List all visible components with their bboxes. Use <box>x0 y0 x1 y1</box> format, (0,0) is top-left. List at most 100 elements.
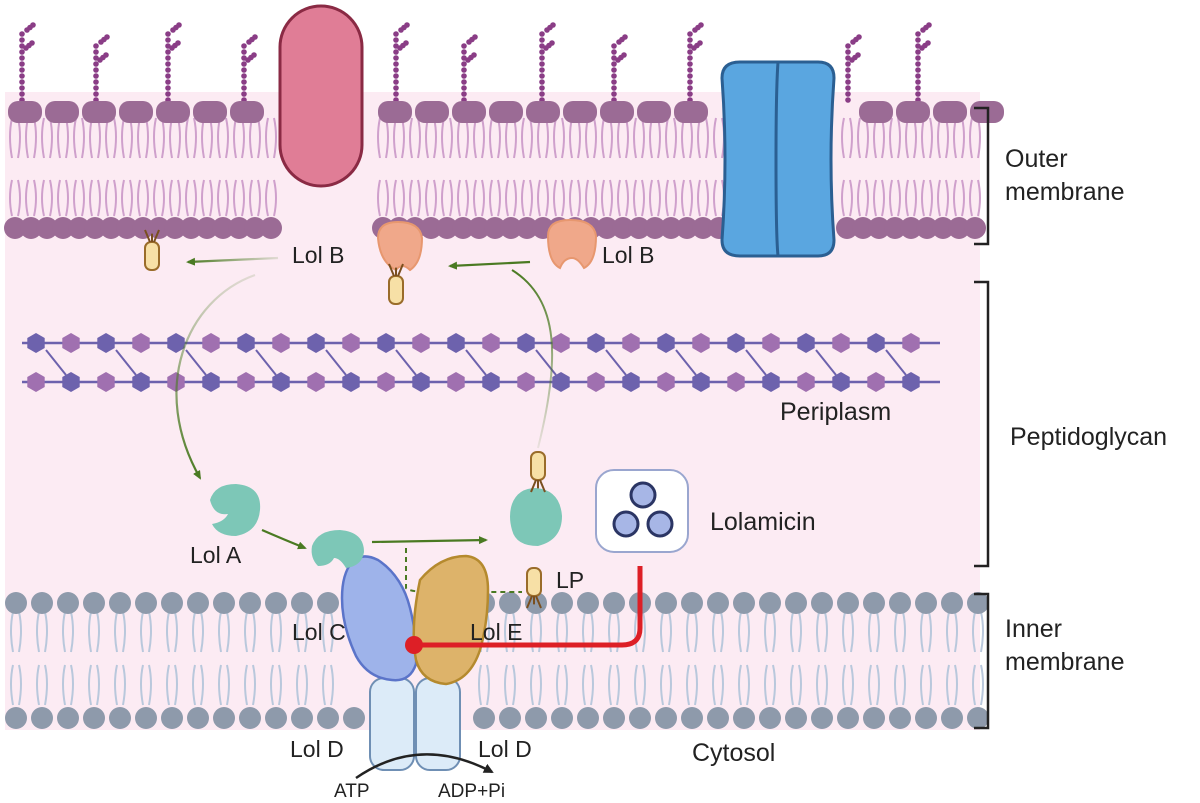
sugar-hexagon <box>902 372 920 392</box>
region-bracket <box>974 106 990 246</box>
outer-lipid-tail <box>841 117 853 159</box>
inner-lipid-tail <box>192 611 204 653</box>
outer-lipid-tail <box>889 179 901 217</box>
inner-lipid-tail <box>88 611 100 653</box>
outer-lipid-head <box>260 217 282 239</box>
outer-lipid-tail <box>73 179 85 217</box>
lps-bead <box>393 49 399 55</box>
outer-lipid-tail <box>889 117 901 159</box>
lps-bead <box>241 73 247 79</box>
inner-lipid-head <box>239 707 261 729</box>
inner-lipid-head <box>941 592 963 614</box>
outer-lipid-tail <box>505 179 517 217</box>
lps-bead <box>687 55 693 61</box>
inner-lipid-head <box>187 707 209 729</box>
lps-bead <box>241 67 247 73</box>
inner-lipid-head <box>109 592 131 614</box>
lps-bead <box>539 85 545 91</box>
inner-lipid-tail <box>322 611 334 653</box>
lps-bead <box>241 79 247 85</box>
inner-lipid-head <box>161 592 183 614</box>
inner-lipid-tail <box>946 611 958 653</box>
sugar-hexagon <box>237 333 255 353</box>
outer-lipid-head <box>4 217 26 239</box>
outer-lipid-head <box>932 217 954 239</box>
inner-lipid-head <box>863 707 885 729</box>
arrow-lp-up <box>511 269 554 449</box>
inner-lipid-tail <box>764 664 776 706</box>
outer-lipid-tail <box>601 179 613 217</box>
lps-bead <box>611 85 617 91</box>
lipoprotein-anchored-left <box>144 229 160 271</box>
inner-lipid-tail <box>634 664 646 706</box>
outer-lipid-tail <box>137 179 149 217</box>
lps-bead <box>393 67 399 73</box>
inner-lipid-tail <box>712 611 724 653</box>
lps-bead <box>93 73 99 79</box>
lipoprotein-acyl-chains <box>144 229 160 243</box>
sugar-hexagon <box>657 372 675 392</box>
porin-channel <box>720 60 836 258</box>
lps-lipid-head <box>415 101 449 123</box>
lol-b-left-label: Lol B <box>292 242 344 268</box>
lps-bead <box>621 52 627 58</box>
inner-lipid-head <box>785 592 807 614</box>
lps-lipid-head <box>156 101 190 123</box>
inner-lipid-tail <box>712 664 724 706</box>
lps-bead <box>19 37 25 43</box>
inner-lipid-tail <box>88 664 100 706</box>
outer-lipid-tail <box>185 117 197 159</box>
lps-bead <box>611 43 617 49</box>
outer-lipid-tail <box>665 179 677 217</box>
lol-e-protein <box>412 554 490 686</box>
outer-lipid-head <box>84 217 106 239</box>
inner-lipid-tail <box>114 611 126 653</box>
outer-lipid-head <box>244 217 266 239</box>
outer-lipid-head <box>516 217 538 239</box>
inner-lipid-tail <box>972 664 984 706</box>
lps-bead <box>30 22 36 28</box>
outer-lipid-tail <box>585 179 597 217</box>
outer-lipid-head <box>884 217 906 239</box>
lps-bead <box>19 55 25 61</box>
inner-lipid-tail <box>114 664 126 706</box>
inner-lipid-head <box>603 592 625 614</box>
sugar-hexagon <box>272 372 290 392</box>
inner-lipid-head <box>5 707 27 729</box>
region-bracket <box>974 280 990 568</box>
lps-bead <box>549 40 555 46</box>
inner-lipid-tail <box>582 611 594 653</box>
sugar-hexagon <box>237 372 255 392</box>
inner-lipid-head <box>733 707 755 729</box>
lps-bead <box>393 31 399 37</box>
lipoprotein-acyl-chains <box>530 479 546 493</box>
lps-bead <box>915 85 921 91</box>
inner-lipid-head <box>655 707 677 729</box>
lps-bead <box>19 67 25 73</box>
lipoprotein-body <box>530 451 546 481</box>
inner-lipid-tail <box>582 664 594 706</box>
lps-bead <box>241 61 247 67</box>
outer-lipid-tail <box>905 179 917 217</box>
lps-bead <box>845 49 851 55</box>
lps-bead <box>404 22 410 28</box>
inner-lipid-tail <box>140 611 152 653</box>
lps-bead <box>687 73 693 79</box>
lps-bead <box>611 73 617 79</box>
outer-lipid-head <box>596 217 618 239</box>
lps-bead <box>697 40 703 46</box>
lps-bead <box>915 73 921 79</box>
lipoprotein-on-lol-a <box>530 451 546 493</box>
lps-bead <box>539 49 545 55</box>
lps-lipid-head <box>933 101 967 123</box>
inner-lipid-tail <box>296 664 308 706</box>
lps-lipid-head <box>563 101 597 123</box>
outer-lipid-tail <box>377 179 389 217</box>
sugar-hexagon <box>412 333 430 353</box>
inner-lipid-head <box>863 592 885 614</box>
outer-lipid-tail <box>473 179 485 217</box>
lps-bead <box>29 40 35 46</box>
lps-bead <box>845 85 851 91</box>
